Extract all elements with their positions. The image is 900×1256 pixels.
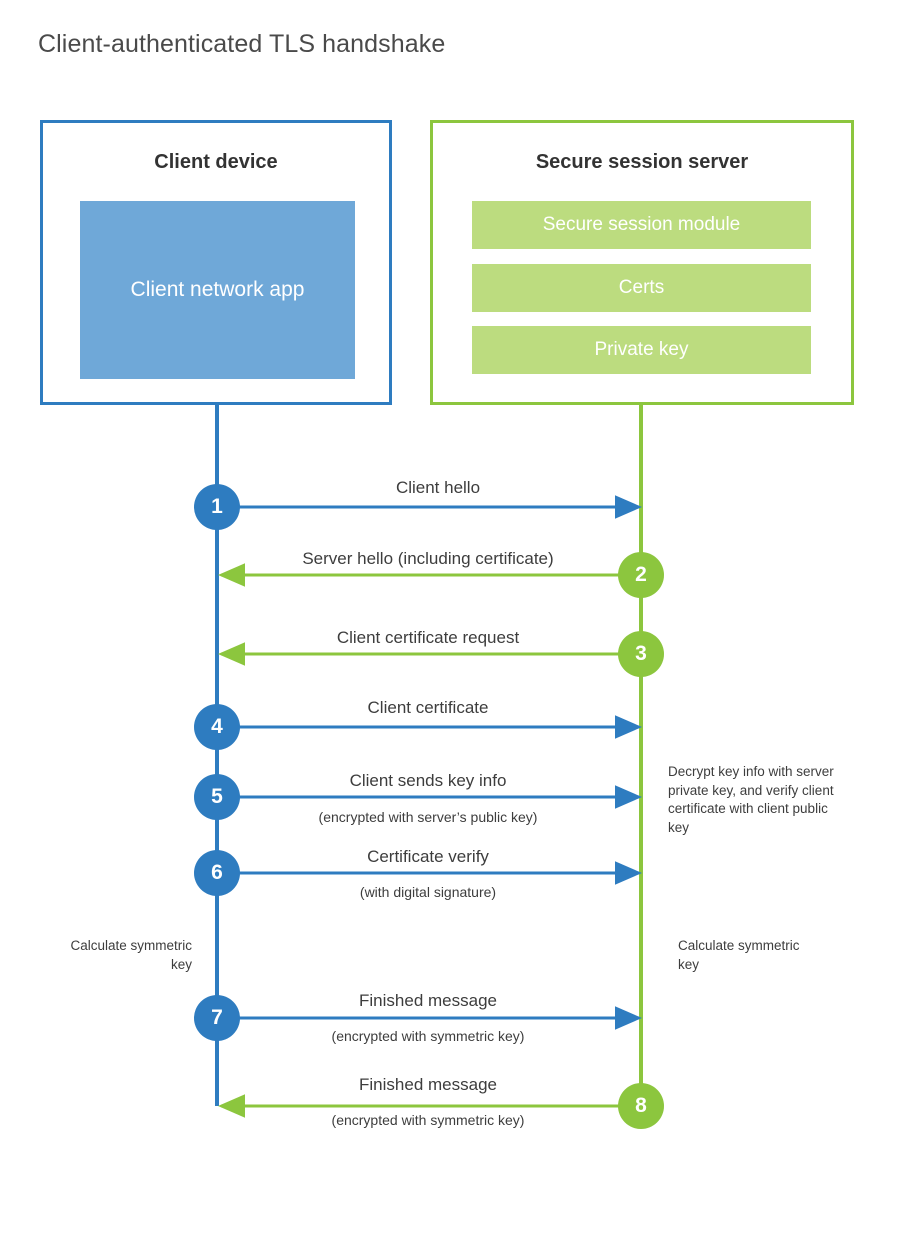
message-sublabel-7: (encrypted with symmetric key) — [331, 1028, 525, 1044]
server-component-certs: Certs — [472, 264, 811, 312]
client-device-box: Client device Client network app — [40, 120, 392, 405]
message-sublabel-5: (encrypted with server’s public key) — [318, 809, 538, 825]
message-label-3: Client certificate request — [336, 628, 520, 647]
page-title: Client-authenticated TLS handshake — [38, 30, 446, 58]
server-decrypt-note: Decrypt key info with server private key… — [668, 764, 834, 835]
message-label-8: Finished message — [359, 1075, 497, 1094]
step-badge-4[interactable]: 4 — [194, 704, 240, 750]
step-badge-7[interactable]: 7 — [194, 995, 240, 1041]
client-network-app-block: Client network app — [80, 201, 355, 379]
step-badge-3[interactable]: 3 — [618, 631, 664, 677]
message-sublabel-6: (with digital signature) — [359, 884, 497, 900]
server-calculate-symmetric-key-note: Calculate symmetric key — [678, 938, 800, 972]
message-label-6: Certificate verify — [367, 847, 489, 866]
message-sublabel-8: (encrypted with symmetric key) — [331, 1112, 525, 1128]
step-badge-8[interactable]: 8 — [618, 1083, 664, 1129]
message-label-5: Client sends key info — [349, 771, 507, 790]
server-component-private-key: Private key — [472, 326, 811, 374]
client-calculate-symmetric-key-note: Calculate symmetric key — [70, 938, 192, 972]
server-title: Secure session server — [535, 151, 749, 173]
message-label-2: Server hello (including certificate) — [302, 549, 554, 568]
server-component-secure-session-module: Secure session module — [472, 201, 811, 249]
message-label-1: Client hello — [395, 478, 481, 497]
step-badge-2[interactable]: 2 — [618, 552, 664, 598]
step-badge-6[interactable]: 6 — [194, 850, 240, 896]
client-device-title: Client device — [154, 151, 278, 173]
message-label-7: Finished message — [359, 991, 497, 1010]
step-badge-1[interactable]: 1 — [194, 484, 240, 530]
message-label-4: Client certificate — [367, 698, 489, 717]
secure-session-server-box: Secure session server Secure session mod… — [430, 120, 854, 405]
step-badge-5[interactable]: 5 — [194, 774, 240, 820]
